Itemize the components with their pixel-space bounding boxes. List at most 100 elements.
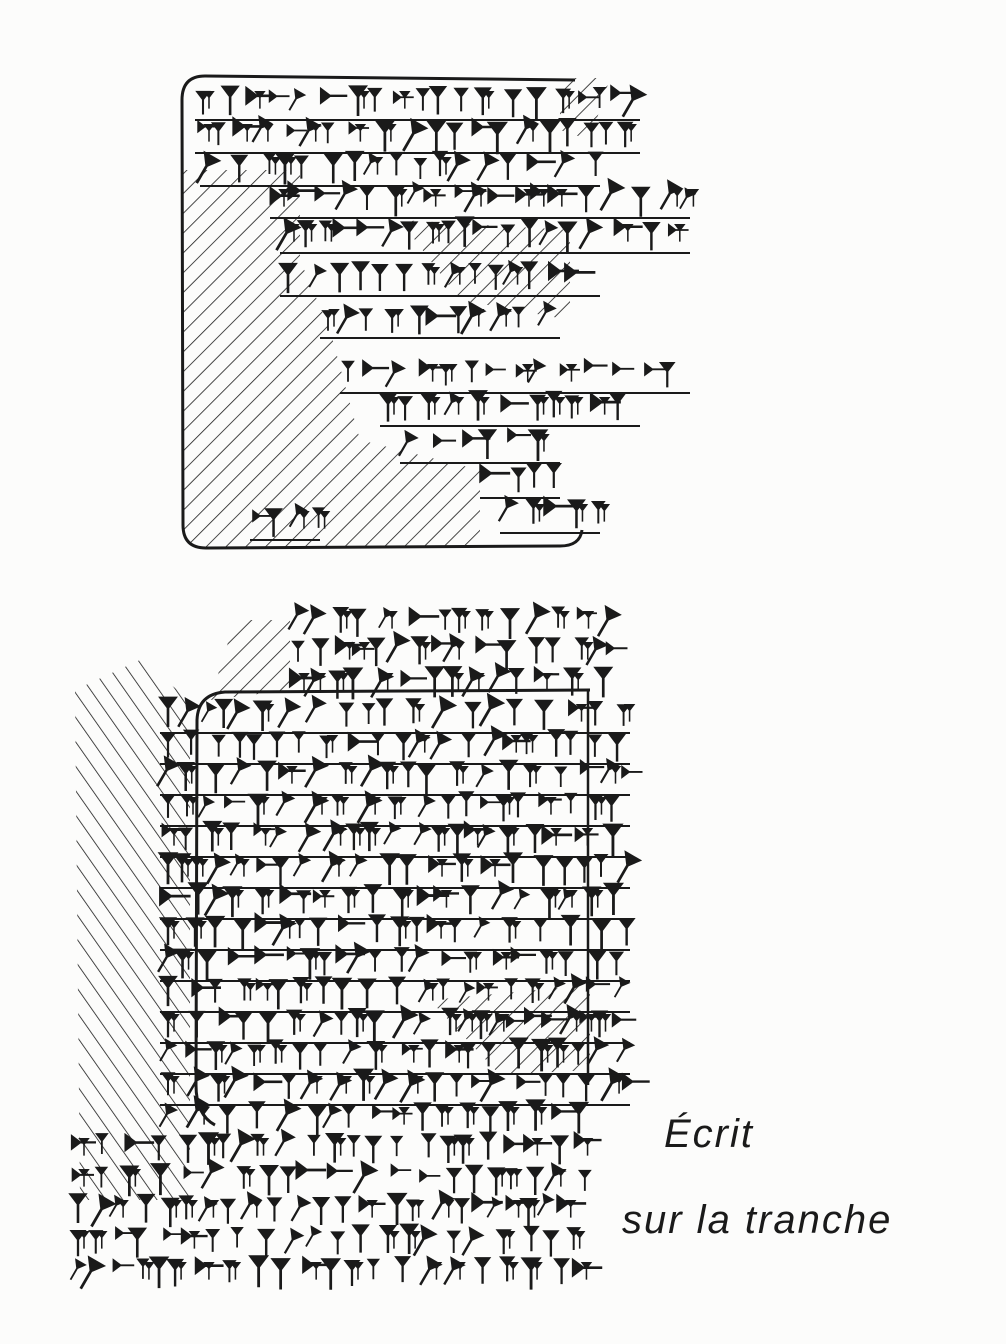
cuneiform-sign [527,637,545,664]
cuneiform-sign [297,822,322,853]
cuneiform-sign [168,1014,180,1032]
cuneiform-sign [587,950,607,980]
cuneiform-sign [244,983,257,1001]
cuneiform-sign [471,828,484,846]
cuneiform-sign [352,1262,364,1280]
cuneiform-sign [503,1231,516,1249]
cuneiform-sign [200,701,218,723]
cuneiform-sign [358,91,370,109]
cuneiform-sign [480,854,511,875]
cuneiform-sign [234,1012,253,1040]
cuneiform-sign [623,704,636,722]
cuneiform-sign [607,733,627,762]
cuneiform-sign [428,267,441,285]
cuneiform-sign [342,667,364,700]
cuneiform-sign [644,362,667,377]
cuneiform-sign [266,1197,283,1222]
cuneiform-sign [312,1042,328,1066]
cuneiform-sign [631,186,651,217]
cuneiform-sign [433,224,445,242]
cuneiform-sign [205,763,226,794]
cuneiform-sign [90,1193,117,1228]
cuneiform-sign [95,1133,109,1155]
cuneiform-sign [616,704,631,726]
cuneiform-sign [585,1014,598,1032]
cuneiform-sign [454,267,466,285]
cuneiform-sign [254,945,284,965]
cuneiform-sign [574,637,590,660]
cuneiform-sign [521,364,534,382]
cuneiform-sign [227,946,257,966]
cuneiform-sign [371,264,389,292]
cuneiform-sign [238,859,250,877]
cuneiform-sign [257,1010,279,1043]
cuneiform-sign [443,1200,455,1218]
cuneiform-sign [180,1227,208,1245]
cuneiform-sign [500,309,512,327]
cuneiform-sign [472,218,498,236]
cuneiform-sign [539,120,561,153]
cuneiform-sign [207,978,223,1003]
cuneiform-sign [351,1224,370,1253]
cuneiform-sign [386,1192,408,1226]
cuneiform-sign [369,797,381,815]
cuneiform-sign [224,1041,243,1065]
cuneiform-sign [598,504,611,522]
cuneiform-sign [218,1076,231,1094]
cuneiform-sign [582,642,594,660]
cuneiform-sign [232,917,253,950]
cuneiform-sign [475,635,504,654]
cuneiform-sign [344,150,365,182]
cuneiform-sign [504,1168,518,1190]
cuneiform-sign [363,1076,376,1094]
cuneiform-sign [528,1200,541,1218]
cuneiform-sign [215,1133,232,1159]
cuneiform-sign [308,263,327,288]
cuneiform-sign [337,673,350,691]
cuneiform-sign [496,1169,508,1187]
cuneiform-sign [598,397,611,415]
cuneiform-sign [458,791,475,817]
cuneiform-sign [268,731,286,758]
cuneiform-sign [157,943,180,973]
cuneiform-sign [671,189,683,207]
cuneiform-sign [448,1138,461,1156]
cuneiform-sign [473,309,485,327]
cuneiform-sign [577,1074,595,1102]
cuneiform-sign [204,915,226,948]
cuneiform-sign [486,1196,504,1218]
cuneiform-sign [78,1231,90,1249]
cuneiform-sign [399,91,411,109]
cuneiform-sign [498,759,519,790]
cuneiform-sign [595,797,608,815]
cuneiform-sign [571,1043,586,1065]
cuneiform-sign [408,916,425,942]
cuneiform-sign [124,1132,155,1153]
cuneiform-sign [495,795,512,822]
cuneiform-sign [599,177,626,211]
cuneiform-sign [379,853,400,885]
cuneiform-sign [341,360,355,382]
cuneiform-sign [496,640,517,671]
caption-line-1: Écrit [664,1112,754,1156]
cuneiform-sign [428,854,456,873]
cuneiform-sign [143,1262,155,1280]
cuneiform-sign [346,1135,361,1157]
cuneiform-sign [247,1044,262,1067]
cuneiform-sign [453,642,465,660]
cuneiform-sign [352,1160,379,1194]
cuneiform-sign [212,828,225,846]
cuneiform-sign [349,853,368,877]
cuneiform-sign [452,853,472,882]
cuneiform-sign [347,731,379,752]
cuneiform-sign [328,309,340,327]
cuneiform-sign [427,983,439,1001]
cuneiform-sign [319,86,348,105]
cuneiform-sign [579,759,605,775]
cuneiform-sign [333,859,345,877]
cuneiform-sign [203,124,215,142]
cuneiform-sign [453,1198,471,1224]
cuneiform-sign [504,978,519,1000]
cuneiform-sign [288,224,300,242]
cuneiform-sign [545,797,557,815]
